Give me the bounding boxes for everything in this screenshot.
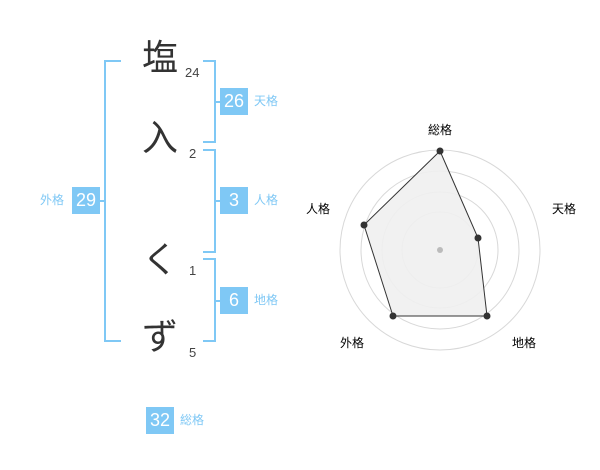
radar-point-soukaku — [436, 147, 444, 155]
name-char-4: ず — [141, 317, 178, 358]
gaikaku-connector — [99, 200, 105, 202]
tenkaku-label: 天格 — [254, 94, 279, 108]
name-char-3: く — [141, 240, 178, 281]
stroke-count-4: 5 — [189, 345, 197, 360]
stroke-count-2: 2 — [189, 146, 197, 161]
radar-label-chikaku: 地格 — [512, 335, 536, 350]
chikaku-label: 地格 — [254, 293, 279, 307]
radar-label-gaikaku: 外格 — [340, 335, 364, 350]
chikaku-connector — [214, 300, 220, 302]
jinkaku-badge: 3 — [220, 187, 248, 214]
stroke-count-1: 24 — [185, 65, 200, 80]
radar-label-soukaku: 総格 — [428, 122, 452, 137]
soukaku-badge: 32 — [146, 407, 174, 434]
stroke-count-3: 1 — [189, 263, 197, 278]
gaikaku-bracket — [104, 60, 121, 342]
tenkaku-connector — [214, 101, 220, 103]
radar-polygon — [363, 150, 488, 317]
radar-point-jinkaku — [360, 221, 368, 229]
gaikaku-label: 外格 — [40, 193, 65, 207]
name-char-2: 入 — [141, 118, 178, 159]
jinkaku-connector — [214, 200, 220, 202]
radar-point-tenkaku — [474, 234, 482, 242]
radar-label-tenkaku: 天格 — [552, 201, 576, 216]
tenkaku-badge: 26 — [220, 88, 248, 115]
jinkaku-label: 人格 — [254, 193, 279, 207]
radar-center — [437, 247, 443, 253]
soukaku-label: 総格 — [180, 413, 205, 427]
gaikaku-badge: 29 — [72, 187, 100, 214]
radar-label-jinkaku: 人格 — [306, 201, 330, 216]
radar-point-gaikaku — [389, 312, 397, 320]
name-char-1: 塩 — [141, 38, 178, 79]
radar-point-chikaku — [483, 312, 491, 320]
chikaku-badge: 6 — [220, 287, 248, 314]
